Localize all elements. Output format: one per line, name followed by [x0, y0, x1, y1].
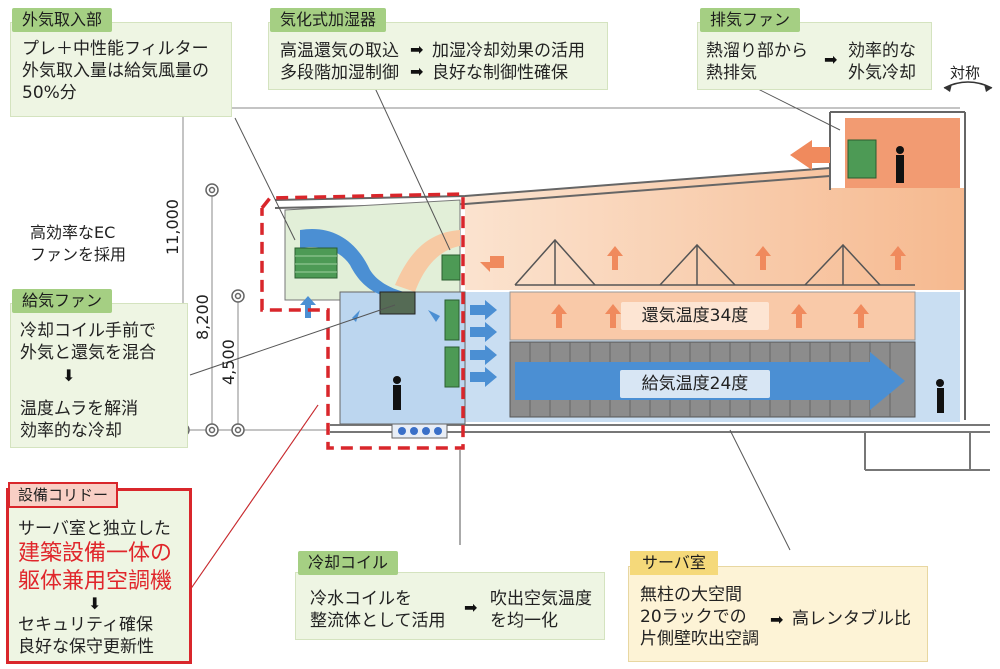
cooling-coil-box	[295, 572, 605, 640]
cooling-coil-title: 冷却コイル	[298, 551, 399, 575]
corridor-red-2: 躯体兼用空調機	[18, 569, 173, 594]
outdoor-intake-line-1: プレ＋中性能フィルター	[22, 39, 209, 59]
server-room-title: サーバ室	[630, 551, 718, 575]
right-arrow-icon: ➡	[410, 62, 424, 81]
server-room-right: 高レンタブル比	[792, 609, 911, 629]
ec-fan-note-1: 高効率なEC	[30, 223, 116, 242]
cooling-coil-left-1: 冷水コイルを	[310, 589, 412, 609]
hot-air-zone	[465, 168, 965, 290]
corridor-title: 設備コリドー	[8, 482, 119, 508]
right-arrow-icon: ➡	[824, 50, 838, 69]
exhaust-fan-unit	[847, 139, 877, 179]
server-room-left-3: 片側壁吹出空調	[640, 629, 759, 649]
cooling-coil-2	[444, 346, 460, 388]
cooling-coil-1	[444, 299, 460, 341]
supply-temp-label: 給気温度24度	[620, 370, 770, 398]
corridor-line-1: サーバ室と独立した	[18, 519, 171, 539]
humidifier-row1-left: 高温還気の取込	[280, 41, 399, 61]
pumps	[398, 427, 442, 435]
dim-11000: 11,000	[163, 199, 182, 255]
exhaust-fan-left-1: 熱溜り部から	[706, 41, 808, 61]
corridor-outline	[260, 192, 465, 450]
cooling-coil-right-2: を均一化	[490, 611, 558, 631]
outdoor-air-flow	[300, 228, 405, 298]
supply-fan-line-3: 温度ムラを解消	[20, 399, 139, 419]
outdoor-intake-line-2: 外気取入量は給気風量の	[22, 61, 209, 81]
cooling-coil-left-2: 整流体として活用	[310, 611, 446, 631]
roof-truss	[514, 238, 915, 286]
return-air-flow	[395, 230, 460, 292]
dim-4500: 4,500	[219, 339, 238, 385]
humidifier-unit	[441, 254, 461, 281]
right-arrow-icon: ➡	[410, 40, 424, 59]
corridor-leader	[189, 404, 319, 591]
exhaust-fan-left-2: 熱排気	[706, 63, 757, 83]
supply-fan-title: 給気ファン	[12, 289, 113, 313]
corridor-line-3: 良好な保守更新性	[18, 637, 154, 657]
exhaust-fan-title: 排気ファン	[700, 8, 801, 32]
supply-fan-line-4: 効率的な冷却	[20, 421, 122, 441]
outdoor-intake-title: 外気取入部	[12, 8, 113, 32]
down-arrow-icon: ⬇	[62, 366, 76, 385]
filter-lines	[295, 255, 337, 273]
pump-base	[391, 423, 448, 439]
right-arrow-icon: ➡	[464, 598, 478, 617]
filter	[294, 247, 338, 279]
humidifier-row2-right: 良好な制御性確保	[432, 63, 568, 83]
dim-8200: 8,200	[193, 294, 212, 340]
humidifier-row1-right: 加湿冷却効果の活用	[432, 41, 585, 61]
supply-fan-line-1: 冷却コイル手前で	[20, 321, 156, 341]
server-room-left-2: 20ラックでの	[640, 607, 747, 627]
corridor-line-2: セキュリティ確保	[18, 615, 153, 635]
humidifier-box	[268, 22, 608, 90]
ec-fan-note-2: ファンを採用	[30, 245, 127, 264]
outdoor-intake-box	[10, 22, 232, 117]
corridor-red-1: 建築設備一体の	[18, 541, 173, 566]
hot-air-arrows	[480, 140, 906, 328]
server-room-box	[628, 566, 928, 662]
humidifier-title: 気化式加湿器	[270, 8, 387, 32]
outdoor-intake-line-3: 50%分	[22, 83, 77, 103]
supply-fan-unit	[379, 291, 416, 315]
cool-air-arrows	[300, 296, 497, 387]
right-arrow-icon: ➡	[770, 610, 784, 629]
exhaust-fan-box	[697, 22, 932, 90]
exhaust-fan-right-1: 効率的な	[848, 41, 916, 61]
return-temp-label: 還気温度34度	[621, 302, 769, 330]
cooling-coil-right-1: 吹出空気温度	[490, 589, 592, 609]
human-figures	[393, 146, 944, 413]
supply-fan-box	[10, 303, 188, 448]
down-arrow-icon: ⬇	[88, 594, 102, 613]
humidifier-row2-left: 多段階加湿制御	[280, 63, 399, 83]
supply-fan-line-2: 外気と還気を混合	[20, 343, 156, 363]
exhaust-fan-right-2: 外気冷却	[848, 63, 916, 83]
symmetric-label: 対称	[950, 64, 981, 82]
server-room-left-1: 無柱の大空間	[640, 585, 742, 605]
